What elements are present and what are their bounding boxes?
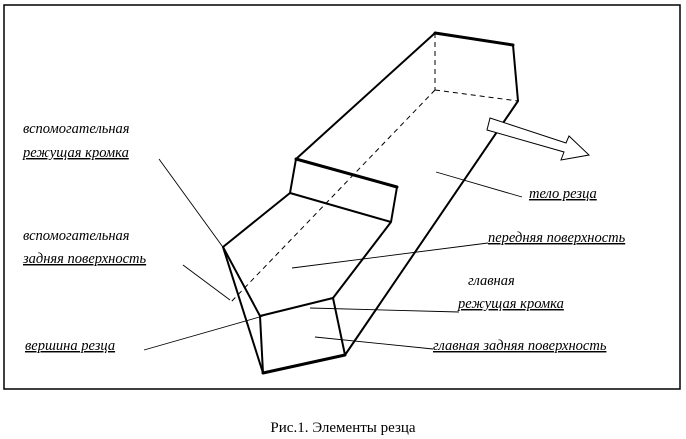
label-rake-face: передняя поверхность [488,230,626,246]
tool-thick-edges [261,31,515,375]
label-aux-cutting-edge-line2: режущая кромка [22,145,129,161]
figure-frame [3,4,681,390]
leader-lines [143,158,523,351]
feed-direction-arrow [486,117,591,161]
label-aux-flank-line2: задняя поверхность [22,251,147,267]
label-tool-body: тело резца [529,186,597,202]
label-aux-flank-line1: вспомогательная [23,228,130,244]
hidden-edges [230,33,519,303]
label-main-flank: главная задняя поверхность [433,338,607,354]
label-main-cutting-edge-line2: режущая кромка [457,296,564,312]
label-aux-cutting-edge-line1: вспомогательная [23,121,130,137]
tool-edges [222,32,519,374]
label-tool-tip: вершина резца [25,338,115,354]
figure-caption: Рис.1. Элементы резца [270,420,415,436]
label-main-cutting-edge-line1: главная [468,273,515,289]
